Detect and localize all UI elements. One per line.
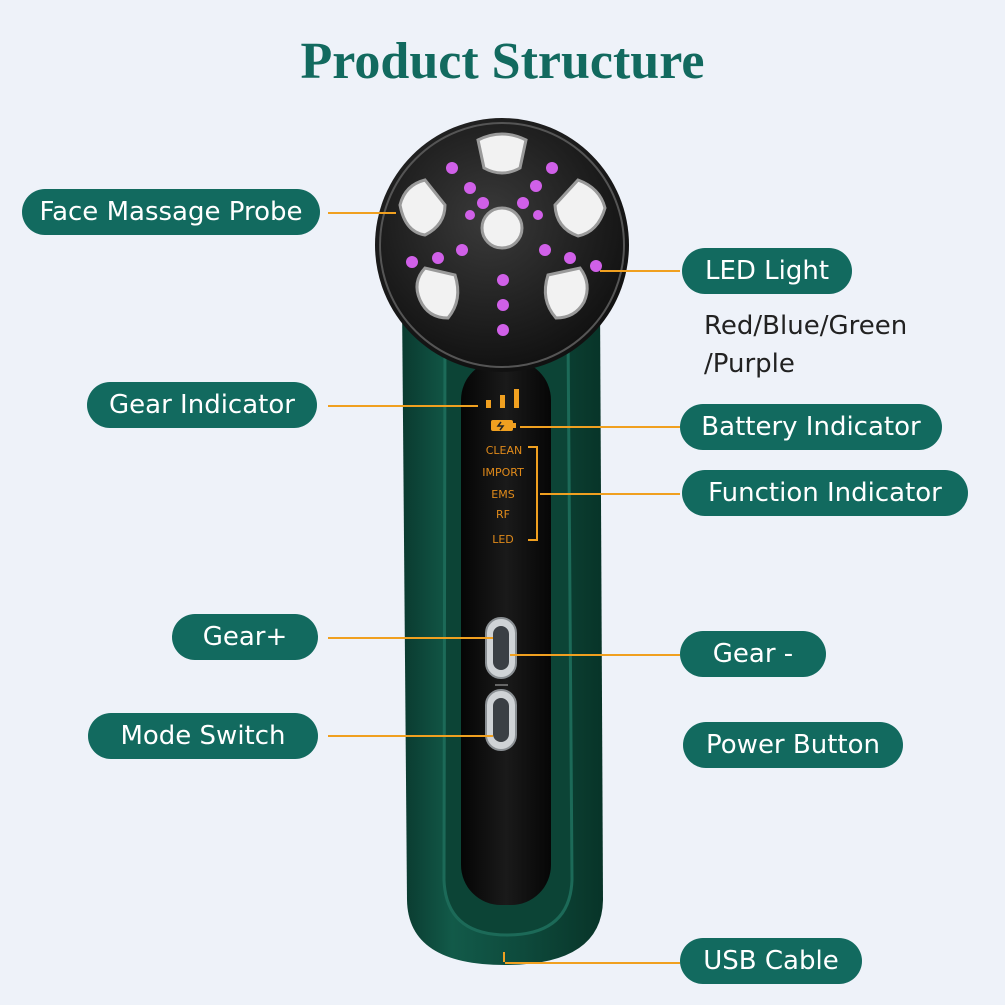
- leader-face-probe: [328, 212, 396, 214]
- battery-icon: [491, 420, 516, 431]
- leader-battery: [520, 426, 680, 428]
- leader-gear-indicator: [328, 405, 478, 407]
- leader-gear-minus: [510, 654, 680, 656]
- leader-gear-plus: [328, 637, 493, 639]
- leader-function: [540, 493, 680, 495]
- leader-usb-tick: [503, 952, 505, 962]
- label-mode-switch: Mode Switch: [88, 713, 318, 759]
- label-power-button: Power Button: [683, 722, 903, 768]
- function-label: CLEAN: [486, 444, 523, 457]
- label-gear-indicator: Gear Indicator: [87, 382, 317, 428]
- function-label: RF: [496, 508, 510, 521]
- probe-pads: [398, 132, 607, 320]
- page-title: Product Structure: [300, 33, 705, 90]
- leader-mode-switch: [328, 735, 493, 737]
- leader-led: [600, 270, 680, 272]
- function-label: IMPORT: [482, 466, 524, 479]
- leader-usb: [505, 962, 680, 964]
- function-label: EMS: [491, 488, 514, 501]
- function-label: LED: [492, 533, 514, 546]
- label-led-light: LED Light: [682, 248, 852, 294]
- led-light: [406, 162, 602, 336]
- label-battery-indicator: Battery Indicator: [680, 404, 942, 450]
- led-colors-line2: /Purple: [704, 349, 795, 379]
- function-indicator: CLEAN IMPORT EMS RF LED: [482, 444, 524, 546]
- label-gear-minus: Gear -: [680, 631, 826, 677]
- label-face-massage-probe: Face Massage Probe: [22, 189, 320, 235]
- led-colors-line1: Red/Blue/Green: [704, 311, 908, 341]
- label-usb-cable: USB Cable: [680, 938, 862, 984]
- label-gear-plus: Gear+: [172, 614, 318, 660]
- gear-indicator: [486, 389, 519, 408]
- label-function-indicator: Function Indicator: [682, 470, 968, 516]
